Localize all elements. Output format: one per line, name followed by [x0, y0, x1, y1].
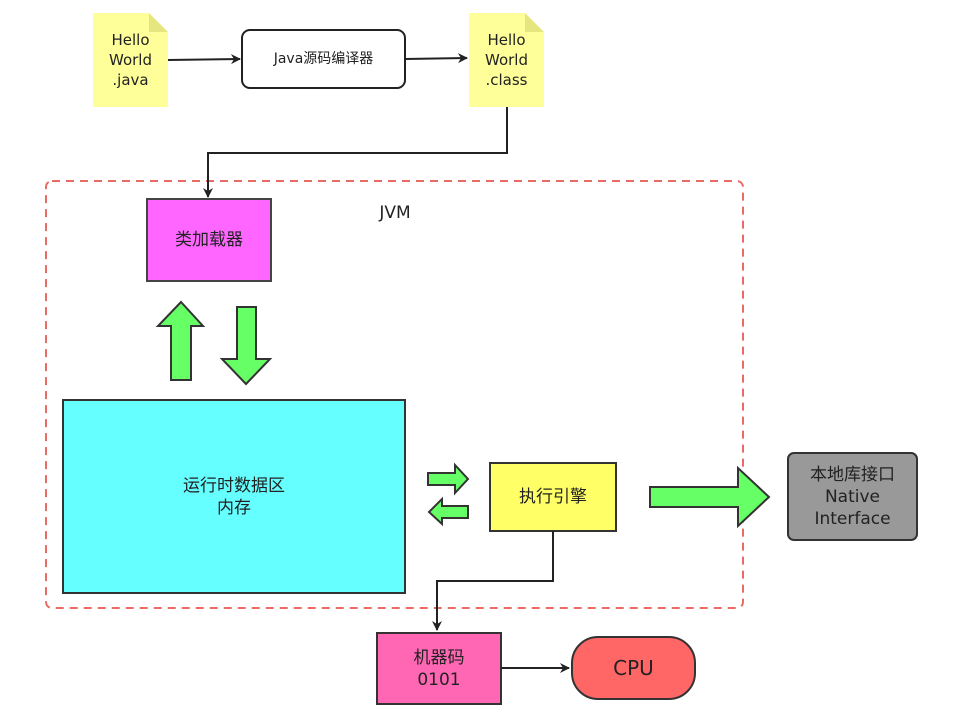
class-to-loader-arrow	[203, 107, 508, 198]
loader-to-runtime-down-arrow	[219, 306, 273, 386]
hello-world-class-note	[469, 13, 544, 107]
runtime-data-area-box	[62, 399, 406, 594]
compiler-to-class-arrow	[404, 53, 468, 64]
engine-to-machine-code-arrow	[432, 531, 554, 631]
cpu-box	[571, 636, 696, 700]
jvm-boundary	[45, 180, 744, 609]
runtime-to-engine-arrow	[427, 462, 470, 496]
engine-to-native-arrow	[649, 465, 771, 529]
engine-to-runtime-arrow	[427, 496, 469, 527]
native-interface-box	[787, 452, 918, 541]
class-loader-box	[146, 198, 272, 282]
machine-code-box	[376, 632, 502, 705]
execution-engine-box	[489, 462, 617, 532]
runtime-to-loader-up-arrow	[155, 300, 206, 381]
java-compiler-box	[241, 29, 406, 89]
java-to-compiler-arrow	[167, 54, 241, 65]
hello-world-java-note	[93, 13, 168, 107]
